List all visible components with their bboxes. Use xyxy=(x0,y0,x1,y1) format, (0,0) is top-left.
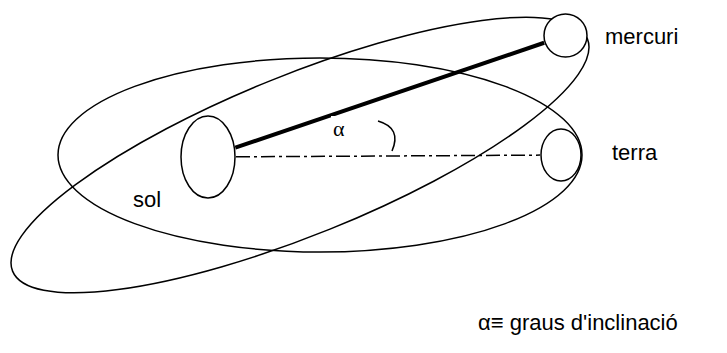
mercury-circle: mercuri xyxy=(543,13,588,58)
node-outline xyxy=(540,128,582,182)
angle-symbol: α xyxy=(331,116,347,142)
body-label: mercuri xyxy=(603,24,680,50)
body-label: terra xyxy=(610,140,659,166)
earth-orbit xyxy=(58,58,582,252)
node-outline xyxy=(180,115,236,199)
sun-ellipse: sol xyxy=(180,115,236,199)
connector-line xyxy=(236,155,540,157)
mercury-orbit xyxy=(0,0,617,345)
body-label: sol xyxy=(131,187,163,213)
angle-note: α≡ graus d'inclinació xyxy=(478,310,678,336)
earth-ellipse: terra xyxy=(540,128,582,182)
connector-line xyxy=(235,43,544,148)
angle-arc xyxy=(378,121,395,151)
sun-mercury-line xyxy=(235,43,544,148)
node-outline xyxy=(543,13,588,58)
sun-earth-line xyxy=(236,155,540,157)
